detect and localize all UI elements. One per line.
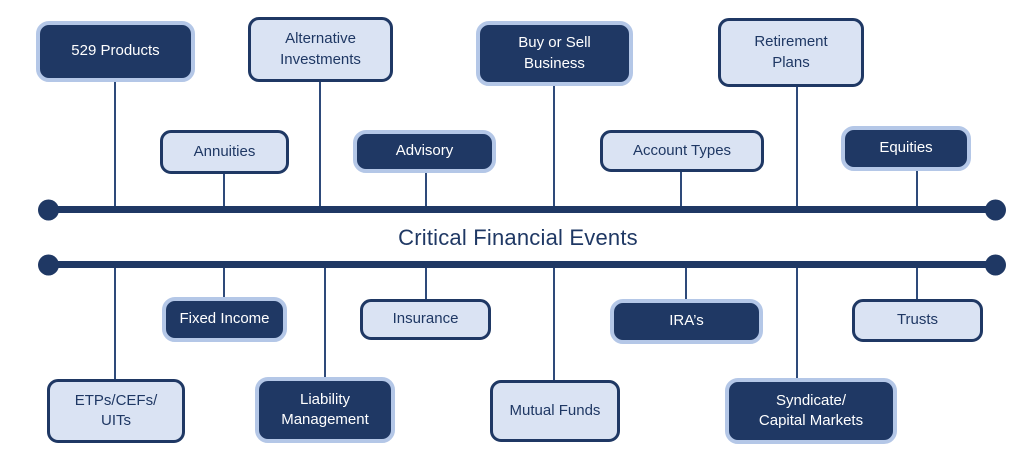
event-box-syndicate-capital-markets: Syndicate/ Capital Markets	[725, 378, 897, 444]
connector-alternative-investments	[319, 82, 321, 209]
connector-syndicate-capital-markets	[796, 264, 798, 379]
diagram-title: Critical Financial Events	[398, 225, 638, 250]
event-box-advisory: Advisory	[353, 130, 496, 173]
connector-iras	[685, 264, 687, 300]
event-box-liability-management: Liability Management	[255, 377, 395, 443]
connector-buy-or-sell-business	[553, 86, 555, 209]
timeline-bar-top	[48, 206, 996, 213]
connector-529-products	[114, 82, 116, 209]
connector-liability-management	[324, 264, 326, 378]
connector-etps-cefs-uits	[114, 264, 116, 380]
connector-insurance	[425, 264, 427, 300]
timeline-bar-bottom	[48, 261, 996, 268]
event-box-insurance: Insurance	[360, 299, 491, 340]
event-box-iras: IRA’s	[610, 299, 763, 344]
event-box-trusts: Trusts	[852, 299, 983, 342]
event-box-buy-or-sell-business: Buy or Sell Business	[476, 21, 633, 86]
event-box-fixed-income: Fixed Income	[162, 297, 287, 342]
connector-fixed-income	[223, 264, 225, 299]
event-box-529-products: 529 Products	[36, 21, 195, 82]
connector-retirement-plans	[796, 87, 798, 209]
event-box-account-types: Account Types	[600, 130, 764, 172]
connector-mutual-funds	[553, 264, 555, 381]
event-box-etps-cefs-uits: ETPs/CEFs/ UITs	[47, 379, 185, 443]
event-box-retirement-plans: Retirement Plans	[718, 18, 864, 87]
connector-account-types	[680, 172, 682, 209]
connector-trusts	[916, 264, 918, 300]
event-box-annuities: Annuities	[160, 130, 289, 174]
event-box-equities: Equities	[841, 126, 971, 171]
connector-advisory	[425, 173, 427, 209]
event-box-mutual-funds: Mutual Funds	[490, 380, 620, 442]
event-box-alternative-investments: Alternative Investments	[248, 17, 393, 82]
connector-equities	[916, 171, 918, 209]
connector-annuities	[223, 173, 225, 209]
